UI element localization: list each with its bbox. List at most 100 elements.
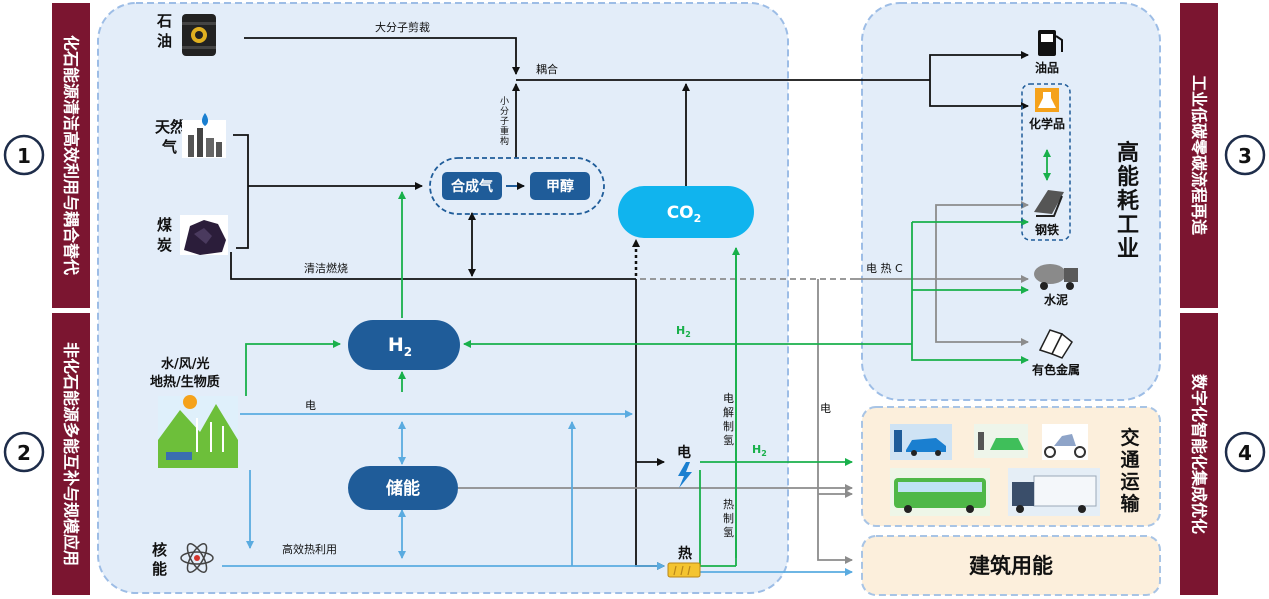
industry-title-char: 高 (1117, 140, 1139, 166)
heater-icon (667, 562, 701, 578)
restructure-char: 构 (500, 135, 509, 147)
co2-node: CO2 (618, 186, 754, 238)
band-2-text: 非化石能源多能互补与规模应用 (62, 342, 81, 566)
source-oil-label-b: 油 (157, 32, 172, 50)
electricity-node: 电 (677, 444, 692, 488)
electrolysis-char: 解 (723, 405, 734, 419)
industry-title: 高 能 耗 工 业 (1117, 140, 1139, 262)
elec-grid-label: 电 (820, 402, 831, 415)
h2-label: H2 (388, 334, 412, 359)
source-oil-label-a: 石 (156, 12, 172, 30)
heat-label: 热 (678, 545, 692, 562)
ev-charging-icon (890, 424, 952, 460)
source-gas-label-2: 气 (161, 138, 177, 156)
syngas-methanol-group: 合成气 甲醇 (429, 157, 605, 215)
blue-flows (222, 410, 853, 576)
h2-line-label: H2 (676, 324, 691, 339)
transport-title-char: 交 (1120, 426, 1139, 449)
oil-products-label: 油品 (1035, 60, 1059, 75)
source-renewables-label-1: 水/风/光 (161, 356, 210, 372)
transport-title-char: 通 (1120, 449, 1140, 471)
right-band-4: 数字化智能化集成优化 (1180, 313, 1218, 595)
buildings-panel (861, 535, 1161, 596)
storage-node: 储能 (348, 466, 458, 510)
band-4-text: 数字化智能化集成优化 (1190, 374, 1209, 534)
oil-barrel-icon (182, 14, 216, 56)
renewables-landscape-icon (158, 395, 238, 468)
industry-panel (861, 2, 1161, 401)
storage-label: 储能 (386, 478, 420, 499)
industry-title-char: 业 (1117, 237, 1139, 262)
badge-2: 2 (3, 431, 45, 473)
industry-title-char: 耗 (1117, 188, 1139, 214)
electrolysis-char: 制 (723, 420, 734, 433)
thermal-h2-char: 热 (723, 498, 734, 511)
efficient-heat-label: 高效热利用 (282, 542, 337, 556)
band-1-text: 化石能源清洁高效利用与耦合替代 (62, 35, 81, 275)
badge-1-text: 1 (17, 144, 31, 168)
source-coal-label-1: 煤 (157, 216, 172, 234)
h2-transport-label: H2 (752, 443, 767, 458)
thermal-h2-char: 氢 (723, 525, 734, 539)
flask-icon (1035, 88, 1059, 112)
syngas-node (442, 172, 502, 200)
chemicals-label: 化学品 (1029, 116, 1065, 131)
transport-title-char: 输 (1120, 492, 1140, 515)
restructure-char: 分 (500, 106, 509, 117)
cracking-label: 大分子剪裁 (375, 20, 430, 34)
restructure-label: 小 分 子 重 构 (500, 96, 509, 147)
clean-combustion-label: 清洁燃烧 (304, 261, 348, 275)
gas-plant-icon (182, 113, 226, 158)
transport-title: 交 通 运 输 (1120, 426, 1140, 515)
source-renewables-label-2: 地热/生物质 (150, 374, 220, 390)
badge-2-text: 2 (17, 441, 31, 465)
lightning-icon (678, 462, 692, 488)
restructure-char: 重 (500, 125, 509, 137)
fuel-pump-icon (1038, 30, 1063, 56)
left-band-2: 非化石能源多能互补与规模应用 (52, 313, 90, 595)
source-coal-label-2: 炭 (157, 236, 172, 254)
band-3-text: 工业低碳零碳流程再造 (1190, 75, 1209, 236)
scooter-icon (1042, 424, 1088, 460)
right-band-3: 工业低碳零碳流程再造 (1180, 3, 1218, 308)
badge-3-text: 3 (1238, 144, 1252, 168)
badge-3: 3 (1224, 134, 1266, 176)
restructure-char: 小 (500, 96, 509, 107)
source-gas-label-1: 天然 (155, 118, 185, 136)
electrolysis-char: 氢 (723, 433, 734, 447)
steel-beam-icon (1034, 190, 1064, 217)
heat-node: 热 (667, 545, 701, 578)
restructure-char: 子 (500, 116, 509, 127)
h2-node: H2 (348, 320, 460, 370)
coupling-label: 耦合 (536, 62, 558, 76)
coal-icon (180, 215, 228, 255)
transport-title-char: 运 (1120, 471, 1139, 493)
steel-label: 钢铁 (1035, 222, 1059, 237)
syngas-label: 合成气 (451, 178, 493, 195)
methanol-node (530, 172, 590, 200)
badge-1: 1 (3, 134, 45, 176)
badge-4-text: 4 (1238, 441, 1252, 465)
cement-truck-icon (1034, 264, 1078, 290)
electricity-label: 电 (677, 444, 691, 461)
elec-line-label: 电 (305, 399, 316, 412)
co2-label: CO2 (667, 203, 702, 225)
cement-label: 水泥 (1044, 292, 1068, 307)
atom-icon (180, 543, 214, 573)
methanol-label: 甲醇 (546, 178, 574, 195)
truck-icon (1008, 468, 1100, 516)
badge-4: 4 (1224, 431, 1266, 473)
gray-flows (458, 201, 1029, 564)
industry-title-char: 工 (1117, 213, 1139, 238)
source-nuclear-label-1: 核 (152, 541, 167, 559)
source-nuclear-label-2: 能 (152, 560, 167, 578)
main-panel (97, 2, 789, 594)
electrolysis-label: 电 解 制 氢 (723, 392, 734, 447)
chemicals-steel-box (1021, 83, 1071, 241)
bus-icon (890, 468, 990, 516)
industry-title-char: 能 (1117, 164, 1139, 190)
thermal-h2-char: 制 (723, 512, 734, 525)
electrolysis-char: 电 (723, 392, 734, 405)
thermal-h2-label: 热 制 氢 (723, 498, 734, 539)
